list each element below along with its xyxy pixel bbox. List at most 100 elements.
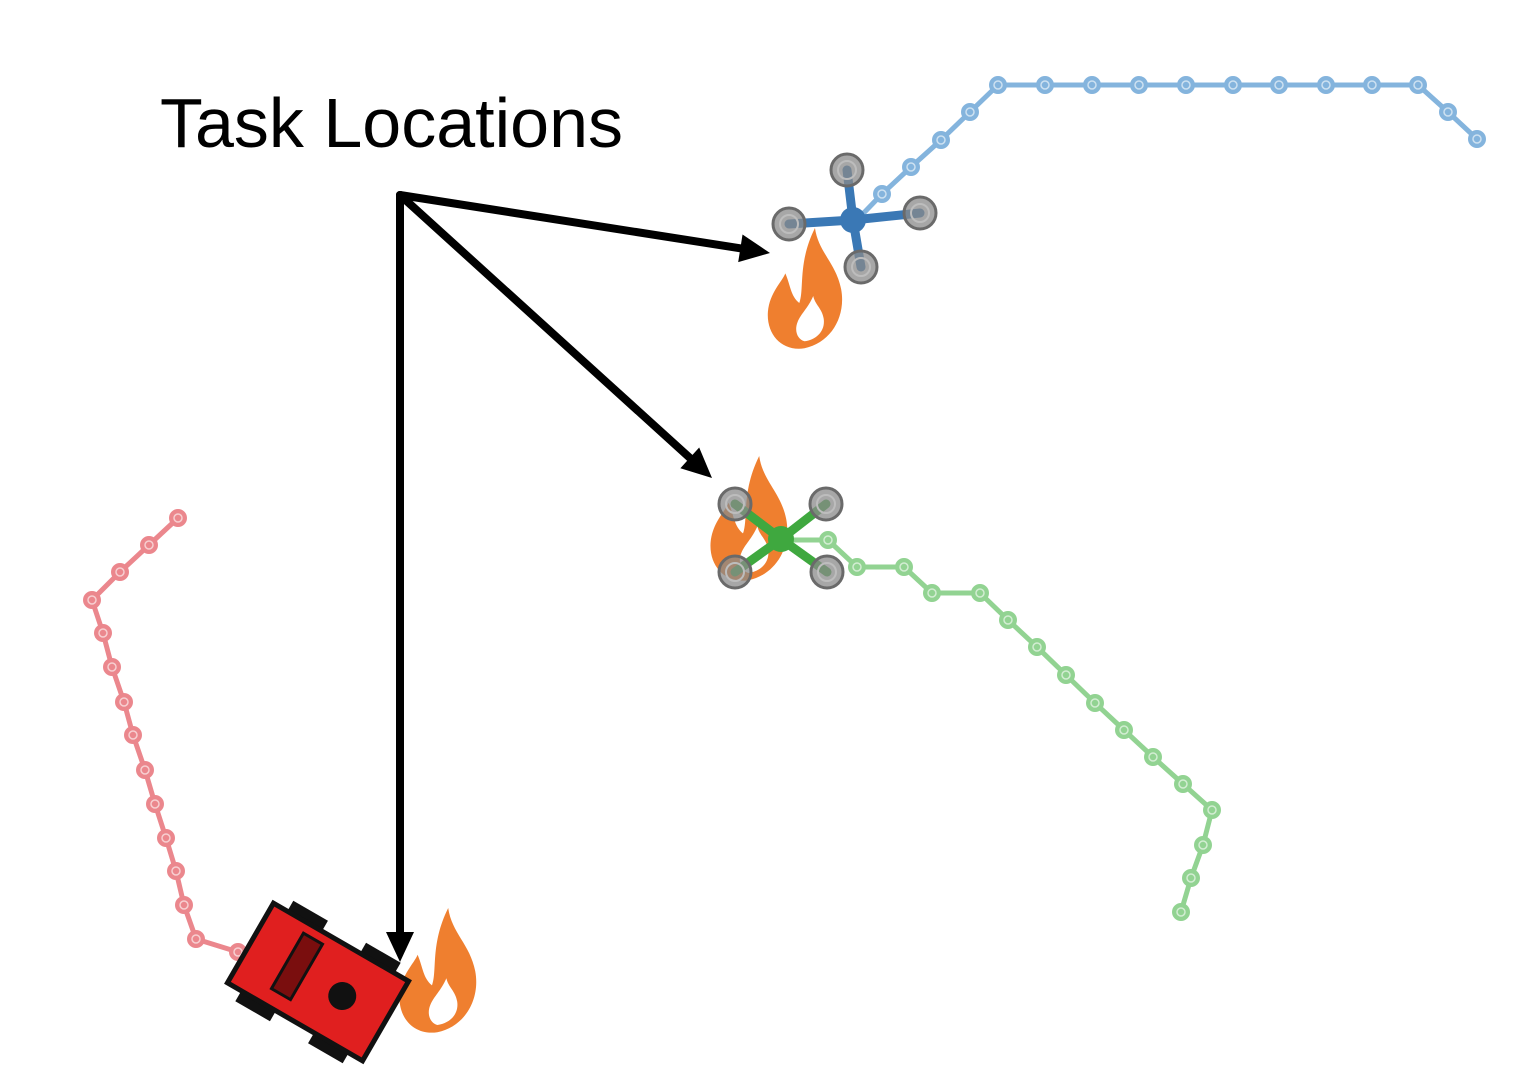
waypoint — [989, 76, 1007, 94]
waypoint-inner — [1061, 670, 1071, 680]
rotor-hub — [910, 203, 930, 223]
waypoint-inner — [128, 730, 138, 740]
arrow-to-task-2-head — [680, 447, 712, 478]
waypoint — [999, 611, 1017, 629]
waypoint-inner — [179, 900, 189, 910]
waypoint — [167, 862, 185, 880]
fire-task-1 — [767, 228, 843, 349]
waypoint — [1194, 836, 1212, 854]
waypoint — [115, 693, 133, 711]
red-trajectory-line — [89, 516, 281, 963]
waypoint — [187, 930, 205, 948]
track — [359, 942, 401, 975]
blue-quadrotor — [771, 152, 938, 285]
waypoint — [848, 558, 866, 576]
waypoint — [146, 795, 164, 813]
waypoint-inner — [1176, 907, 1186, 917]
rotor-hub — [725, 562, 745, 582]
rotor-hub — [837, 160, 857, 180]
arrow-to-task-2 — [396, 191, 712, 478]
waypoint-inner — [965, 107, 975, 117]
waypoint — [902, 158, 920, 176]
waypoint-inner — [144, 540, 154, 550]
arrow-to-task-1-shaft — [396, 191, 745, 253]
rotor — [843, 249, 879, 285]
waypoint-inner — [899, 562, 909, 572]
waypoint-inner — [1443, 107, 1453, 117]
robot-sensor — [328, 982, 357, 1010]
waypoint — [1144, 748, 1162, 766]
waypoint — [124, 726, 142, 744]
waypoint — [1057, 666, 1075, 684]
rotor-hub — [851, 257, 871, 277]
green-trajectory-line — [780, 537, 1215, 913]
waypoint-inner — [115, 567, 125, 577]
waypoint-inner — [877, 189, 887, 199]
rotor — [902, 195, 938, 231]
waypoint-inner — [906, 162, 916, 172]
rotor — [829, 152, 865, 188]
robot-body — [224, 899, 412, 1065]
waypoint-inner — [171, 866, 181, 876]
waypoint — [1083, 76, 1101, 94]
arrow-to-task-1 — [396, 191, 770, 263]
waypoint — [961, 103, 979, 121]
waypoint-inner — [1228, 80, 1238, 90]
waypoint — [1409, 76, 1427, 94]
blue-trajectory — [853, 76, 1486, 224]
green-quadrotor — [717, 486, 845, 590]
waypoint — [1468, 130, 1486, 148]
waypoint-inner — [150, 799, 160, 809]
robot-panel — [269, 931, 325, 1002]
waypoint-inner — [927, 588, 937, 598]
waypoint — [1036, 76, 1054, 94]
rotor-hub — [779, 214, 799, 234]
waypoint-inner — [1032, 642, 1042, 652]
waypoint-inner — [823, 535, 833, 545]
waypoint — [1270, 76, 1288, 94]
waypoint-inner — [98, 628, 108, 638]
waypoint — [1203, 801, 1221, 819]
rotor — [717, 486, 753, 522]
waypoint-inner — [1148, 752, 1158, 762]
waypoint — [175, 896, 193, 914]
waypoint-inner — [1198, 840, 1208, 850]
track — [286, 900, 328, 933]
waypoint-inner — [975, 588, 985, 598]
waypoint-inner — [1090, 698, 1100, 708]
waypoint — [157, 829, 175, 847]
rotor — [717, 554, 753, 590]
rotor-hub — [725, 494, 745, 514]
waypoint — [111, 563, 129, 581]
quadrotor-body — [840, 207, 866, 233]
waypoint — [932, 131, 950, 149]
waypoint — [1224, 76, 1242, 94]
waypoint-inner — [1119, 725, 1129, 735]
waypoint-inner — [1472, 134, 1482, 144]
waypoint — [1130, 76, 1148, 94]
red-trajectory — [83, 509, 281, 963]
waypoint-inner — [1186, 873, 1196, 883]
waypoint — [895, 558, 913, 576]
waypoint — [1363, 76, 1381, 94]
rotor-hub — [817, 562, 837, 582]
waypoint-inner — [1274, 80, 1284, 90]
waypoint — [1174, 775, 1192, 793]
waypoint-inner — [1367, 80, 1377, 90]
waypoint — [136, 761, 154, 779]
rotor — [808, 486, 844, 522]
waypoint-inner — [852, 562, 862, 572]
waypoint-inner — [1087, 80, 1097, 90]
waypoint-inner — [161, 833, 171, 843]
waypoint — [873, 185, 891, 203]
waypoint — [819, 531, 837, 549]
waypoint — [140, 536, 158, 554]
green-trajectory — [780, 531, 1221, 921]
arrow-to-task-2-shaft — [396, 191, 694, 462]
track — [308, 1031, 350, 1064]
rotor — [809, 554, 845, 590]
fire-task-3 — [399, 908, 477, 1033]
rotor — [771, 206, 807, 242]
waypoint — [83, 591, 101, 609]
